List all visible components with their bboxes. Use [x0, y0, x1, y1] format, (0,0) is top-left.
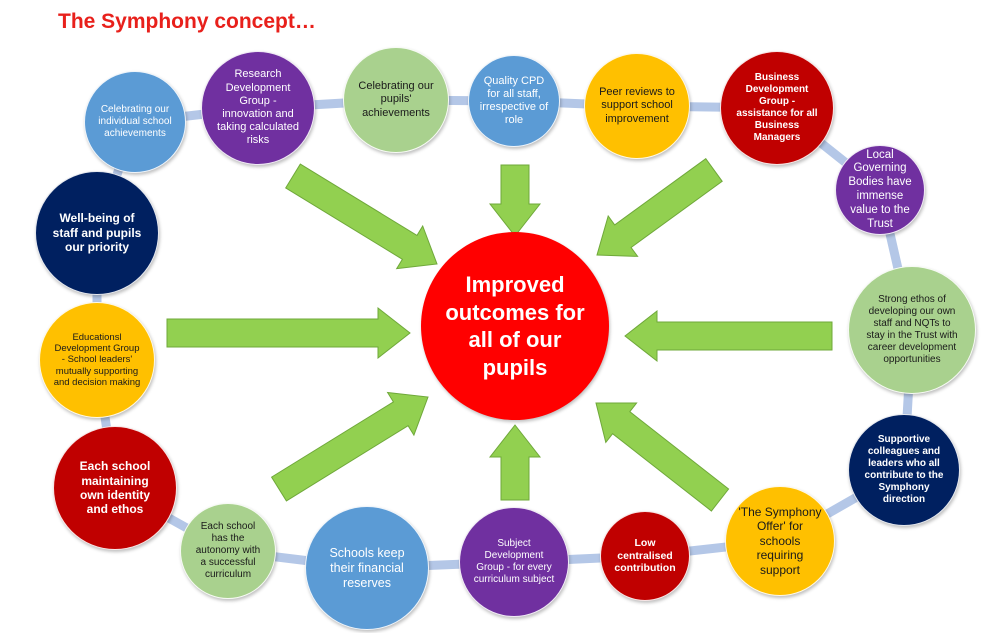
node-label: Business Development Group - assistance … — [736, 72, 818, 143]
node-label: Strong ethos of developing our own staff… — [866, 294, 958, 365]
center-label: Improved outcomes for all of our pupils — [445, 272, 585, 380]
node-label: Subject Development Group - for every cu… — [473, 538, 555, 585]
node-financial-reserves: Schools keep their financial reserves — [305, 506, 429, 630]
node-label: Each school has the autonomy with a succ… — [195, 521, 261, 580]
node-school-identity: Each school maintaining own identity and… — [53, 426, 177, 550]
node-label: Each school maintaining own identity and… — [79, 459, 151, 517]
node-label: Educationsl Development Group - School l… — [53, 331, 141, 389]
arrow-from-top — [488, 164, 542, 237]
node-label: Quality CPD for all staff, irrespective … — [479, 74, 549, 127]
node-peer-reviews: Peer reviews to support school improveme… — [584, 53, 690, 159]
center-outcome: Improved outcomes for all of our pupils — [421, 232, 609, 420]
arrow-from-bottom-right — [595, 402, 730, 512]
node-label: Low centralised contribution — [614, 537, 676, 575]
node-wellbeing: Well-being of staff and pupils our prior… — [35, 171, 159, 295]
node-label: 'The Symphony Offer' for schools requiri… — [738, 505, 822, 577]
node-symphony-offer: 'The Symphony Offer' for schools requiri… — [725, 486, 835, 596]
node-strong-ethos: Strong ethos of developing our own staff… — [848, 266, 976, 394]
node-school-autonomy: Each school has the autonomy with a succ… — [180, 503, 276, 599]
page-title: The Symphony concept… — [58, 10, 316, 33]
node-business-group: Business Development Group - assistance … — [720, 51, 834, 165]
node-label: Well-being of staff and pupils our prior… — [52, 211, 142, 255]
node-celebrating-school: Celebrating our individual school achiev… — [84, 71, 186, 173]
node-label: Research Development Group - innovation … — [217, 68, 299, 147]
node-label: Local Governing Bodies have immense valu… — [848, 148, 912, 230]
node-quality-cpd: Quality CPD for all staff, irrespective … — [468, 55, 560, 147]
node-label: Celebrating our individual school achiev… — [98, 104, 172, 139]
arrow-from-top-right — [596, 158, 723, 257]
arrow-from-right — [624, 309, 833, 363]
arrow-from-bottom — [488, 424, 542, 501]
arrow-from-left — [166, 306, 411, 360]
node-label: Peer reviews to support school improveme… — [599, 86, 675, 125]
arrows — [166, 158, 833, 512]
node-label: Schools keep their financial reserves — [329, 545, 405, 590]
node-subject-group: Subject Development Group - for every cu… — [459, 507, 569, 617]
node-educational-group: Educationsl Development Group - School l… — [39, 302, 155, 418]
node-low-contribution: Low centralised contribution — [600, 511, 690, 601]
arrow-from-bottom-left — [270, 391, 429, 502]
node-research-group: Research Development Group - innovation … — [201, 51, 315, 165]
node-celebrating-pupils: Celebrating our pupils' achievements — [343, 47, 449, 153]
node-label: Celebrating our pupils' achievements — [358, 80, 434, 119]
node-supportive-colleagues: Supportive colleagues and leaders who al… — [848, 414, 960, 526]
node-label: Supportive colleagues and leaders who al… — [864, 434, 944, 505]
arrow-from-top-left — [285, 163, 438, 270]
node-local-governing: Local Governing Bodies have immense valu… — [835, 145, 925, 235]
